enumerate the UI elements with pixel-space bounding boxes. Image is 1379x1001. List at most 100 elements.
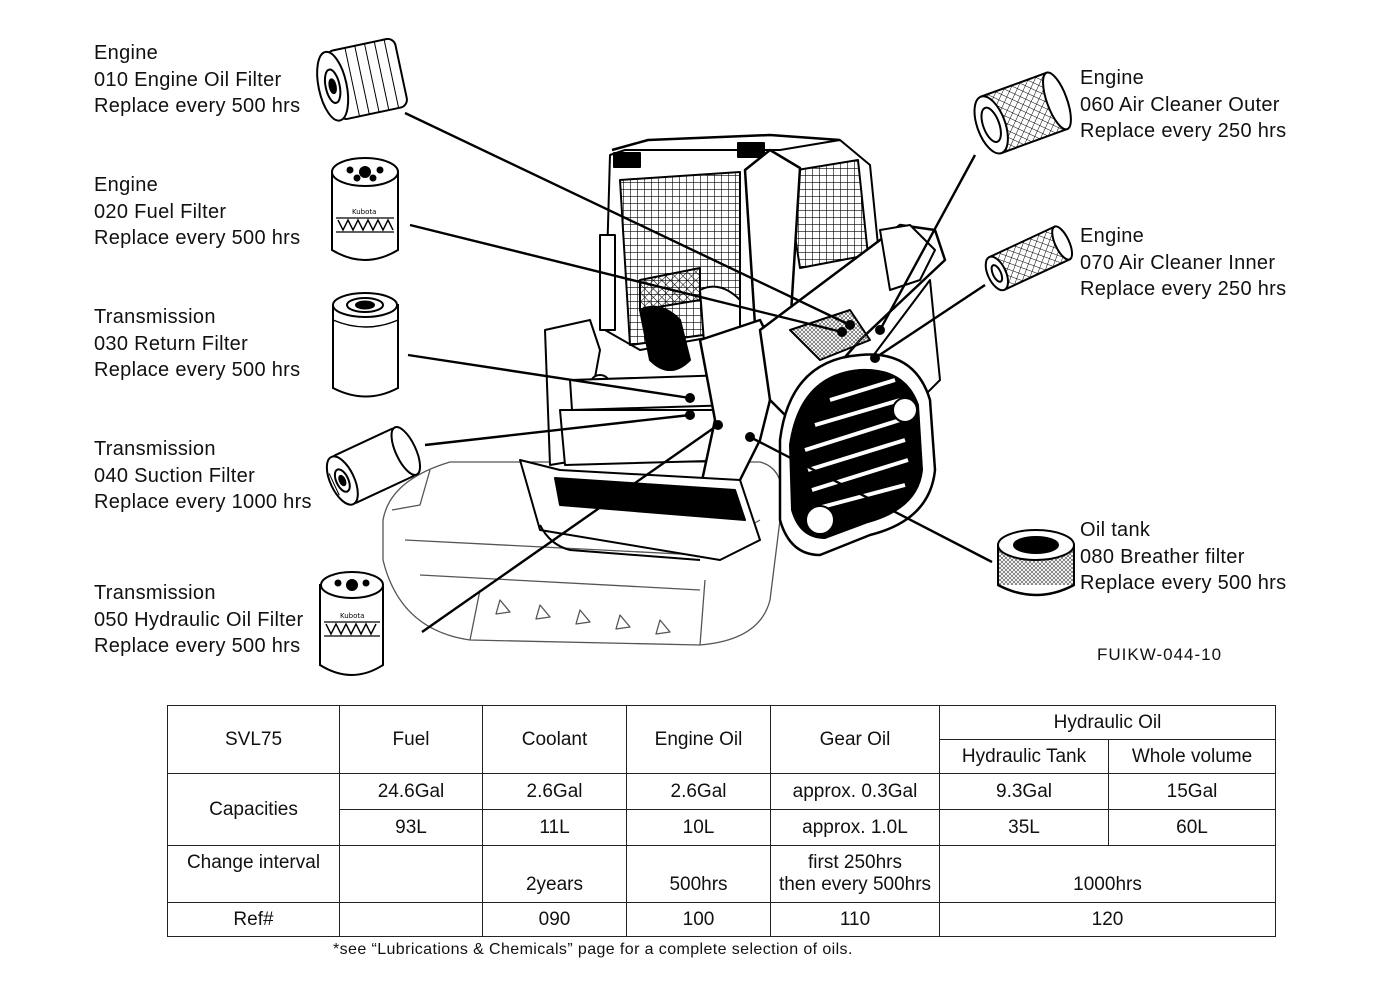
parts-diagram: Kubota Kubota [316, 37, 1075, 676]
interval-engine-oil: 500hrs [626, 845, 771, 903]
callout-020-interval: Replace every 500 hrs [94, 227, 301, 249]
callout-070-category: Engine [1080, 225, 1145, 247]
interval-gear-oil-line2: then every 500hrs [778, 874, 932, 895]
callout-070: Engine 070 Air Cleaner Inner Replace eve… [1080, 223, 1286, 303]
callout-080-interval: Replace every 500 hrs [1080, 572, 1287, 594]
callout-030-interval: Replace every 500 hrs [94, 359, 301, 381]
ref-label: Ref# [167, 902, 340, 937]
callout-010-interval: Replace every 500 hrs [94, 95, 301, 117]
return-filter-icon [332, 292, 399, 398]
leader-line-050 [421, 424, 719, 633]
ref-fuel [339, 902, 483, 937]
capacity-whole-volume-l: 60L [1107, 809, 1277, 846]
leader-line-030 [407, 353, 691, 400]
interval-hydraulic: 1000hrs [938, 845, 1277, 903]
endpoint-dot [745, 432, 755, 442]
endpoint-dot [845, 320, 855, 330]
ref-hydraulic: 120 [938, 902, 1277, 937]
leader-line-040 [424, 413, 691, 447]
leader-lines [404, 111, 993, 633]
engine-oil-filter-icon [316, 37, 408, 122]
capacity-coolant-l: 11L [482, 809, 627, 846]
header-fuel: Fuel [339, 705, 483, 774]
capacity-whole-volume-gal: 15Gal [1107, 773, 1277, 810]
capacities-label: Capacities [167, 773, 340, 846]
callout-030-part: 030 Return Filter [94, 332, 249, 355]
skid-steer-loader [382, 133, 947, 646]
machine-body [519, 279, 941, 561]
endpoint-dot [685, 410, 695, 420]
callout-040: Transmission 040 Suction Filter Replace … [94, 436, 312, 516]
callout-050: Transmission 050 Hydraulic Oil Filter Re… [94, 580, 304, 660]
callout-030: Transmission 030 Return Filter Replace e… [94, 304, 300, 384]
endpoint-dot [870, 353, 880, 363]
callout-020-category: Engine [94, 174, 159, 196]
header-hydraulic-oil: Hydraulic Oil [938, 705, 1277, 740]
callout-010-part: 010 Engine Oil Filter [94, 68, 282, 91]
air-cleaner-outer-icon [973, 71, 1072, 155]
capacity-table: SVL75 Fuel Coolant Engine Oil Gear Oil H… [167, 705, 1277, 937]
callout-040-part: 040 Suction Filter [94, 464, 256, 487]
header-gear-oil: Gear Oil [770, 705, 940, 774]
interval-coolant: 2years [482, 845, 627, 903]
header-coolant: Coolant [482, 705, 627, 774]
callout-080-category: Oil tank [1080, 519, 1151, 541]
interval-fuel [339, 845, 483, 903]
capacity-coolant-gal: 2.6Gal [482, 773, 627, 810]
callout-020-part: 020 Fuel Filter [94, 200, 227, 223]
track [778, 353, 937, 557]
capacity-fuel-l: 93L [339, 809, 483, 846]
callout-060-part: 060 Air Cleaner Outer [1080, 93, 1280, 116]
callout-050-part: 050 Hydraulic Oil Filter [94, 608, 304, 631]
callout-010-category: Engine [94, 42, 159, 64]
air-cleaner-inner-icon [984, 225, 1074, 292]
change-interval-label: Change interval [167, 845, 340, 903]
fuel-filter-icon: Kubota [331, 157, 399, 261]
header-engine-oil: Engine Oil [626, 705, 771, 774]
leader-line-060 [878, 154, 977, 331]
callout-060-category: Engine [1080, 67, 1145, 89]
endpoint-dot [875, 325, 885, 335]
leader-line-080 [749, 435, 993, 564]
leader-endpoints [685, 320, 885, 442]
callout-060: Engine 060 Air Cleaner Outer Replace eve… [1080, 65, 1286, 145]
ref-gear-oil: 110 [770, 902, 940, 937]
fuel-filter-brand: Kubota [352, 208, 376, 216]
capacity-fuel-gal: 24.6Gal [339, 773, 483, 810]
callout-060-interval: Replace every 250 hrs [1080, 120, 1287, 142]
callout-080: Oil tank 080 Breather filter Replace eve… [1080, 517, 1286, 597]
hydraulic-filter-brand: Kubota [340, 612, 364, 620]
leader-line-020 [409, 223, 843, 334]
callout-050-category: Transmission [94, 582, 216, 604]
endpoint-dot [713, 420, 723, 430]
callout-010: Engine 010 Engine Oil Filter Replace eve… [94, 40, 300, 120]
breather-filter-icon [997, 529, 1075, 597]
capacity-hydraulic-tank-l: 35L [939, 809, 1109, 846]
endpoint-dot [685, 393, 695, 403]
capacity-engine-oil-gal: 2.6Gal [626, 773, 771, 810]
footnote: *see “Lubrications & Chemicals” page for… [333, 941, 853, 958]
endpoint-dot [837, 327, 847, 337]
interval-gear-oil-line1: first 250hrs [808, 852, 902, 873]
callout-070-part: 070 Air Cleaner Inner [1080, 251, 1276, 274]
ref-coolant: 090 [482, 902, 627, 937]
capacity-hydraulic-tank-gal: 9.3Gal [939, 773, 1109, 810]
leader-line-010 [404, 111, 851, 327]
figure-code: FUIKW-044-10 [1097, 645, 1223, 664]
callout-040-category: Transmission [94, 438, 216, 460]
hydraulic-oil-filter-icon: Kubota [319, 571, 384, 676]
callout-050-interval: Replace every 500 hrs [94, 635, 301, 657]
callout-040-interval: Replace every 1000 hrs [94, 491, 312, 513]
callout-030-category: Transmission [94, 306, 216, 328]
callout-070-interval: Replace every 250 hrs [1080, 278, 1287, 300]
model-cell: SVL75 [167, 705, 340, 774]
callout-020: Engine 020 Fuel Filter Replace every 500… [94, 172, 300, 252]
header-hydraulic-tank: Hydraulic Tank [939, 739, 1109, 774]
capacity-engine-oil-l: 10L [626, 809, 771, 846]
interval-gear-oil: first 250hrs then every 500hrs [770, 845, 940, 903]
capacity-gear-oil-l: approx. 1.0L [770, 809, 940, 846]
header-whole-volume: Whole volume [1107, 739, 1277, 774]
capacity-gear-oil-gal: approx. 0.3Gal [770, 773, 940, 810]
callout-080-part: 080 Breather filter [1080, 545, 1245, 568]
suction-filter-icon [325, 426, 422, 506]
